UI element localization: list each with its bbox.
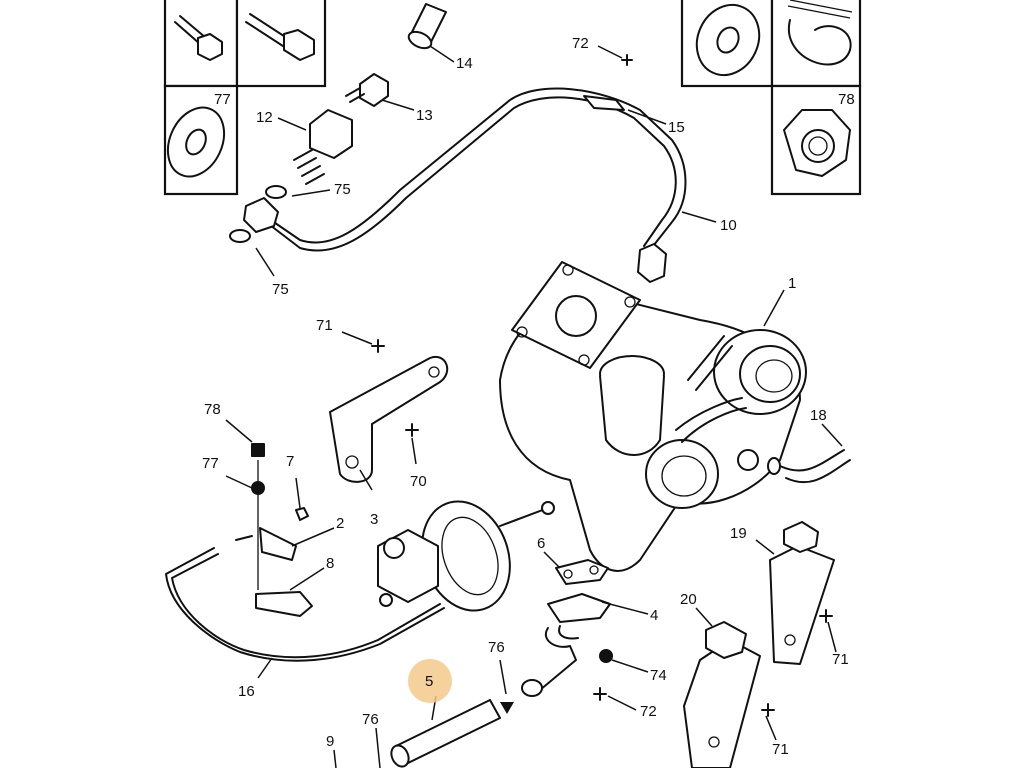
bracket-3 xyxy=(329,355,449,483)
label-76-bottom: 76 xyxy=(362,711,379,728)
bracket-20 xyxy=(683,621,761,768)
label-77: 77 xyxy=(202,455,219,472)
label-5[interactable]: 5 xyxy=(425,673,433,690)
label-71-right: 71 xyxy=(832,651,849,668)
bolt-74 xyxy=(599,649,613,663)
inset-label-77: 77 xyxy=(214,91,231,108)
union-fitting-12 xyxy=(293,109,353,185)
label-10: 10 xyxy=(720,217,737,234)
label-12: 12 xyxy=(256,109,273,126)
label-72-bottom: 72 xyxy=(640,703,657,720)
label-13: 13 xyxy=(416,107,433,124)
nut-70 xyxy=(405,423,419,437)
label-19: 19 xyxy=(730,525,747,542)
sealing-washers-75 xyxy=(229,185,287,243)
solenoid-valve xyxy=(377,529,439,607)
label-8: 8 xyxy=(326,555,334,572)
label-2: 2 xyxy=(336,515,344,532)
oil-feed-pipe xyxy=(243,87,687,283)
label-76-top: 76 xyxy=(488,639,505,656)
inset-label-78: 78 xyxy=(838,91,855,108)
inset-box-hose-clamp xyxy=(770,0,862,88)
vacuum-hose-16 xyxy=(165,547,445,662)
inset-box-washer xyxy=(680,0,774,88)
inset-box-nut-78 xyxy=(770,84,862,196)
leader-lines xyxy=(225,45,843,768)
label-18: 18 xyxy=(810,407,827,424)
clamp-76 xyxy=(500,702,514,714)
label-14: 14 xyxy=(456,55,473,72)
part-labels: 1 2 3 4 5 6 7 8 9 10 12 13 14 15 16 18 1… xyxy=(202,35,849,758)
label-16: 16 xyxy=(238,683,255,700)
nut-71-bottom xyxy=(761,703,775,717)
solenoid-bracket-2 xyxy=(235,527,297,561)
vacuum-capsule xyxy=(421,500,555,612)
label-9: 9 xyxy=(326,733,334,750)
elbow-pipe-4 xyxy=(521,593,611,697)
nut-71-right xyxy=(819,609,833,623)
nut-72-top xyxy=(621,54,633,66)
label-1: 1 xyxy=(788,275,796,292)
banjo-bolt-13 xyxy=(345,73,389,107)
stud-78 xyxy=(251,443,265,457)
gasket-6 xyxy=(555,559,609,585)
label-4: 4 xyxy=(650,607,658,624)
label-70: 70 xyxy=(410,473,427,490)
hose-5 xyxy=(390,699,501,768)
inset-box-bolt-hex xyxy=(163,0,239,88)
label-7: 7 xyxy=(286,453,294,470)
label-71-top: 71 xyxy=(316,317,333,334)
screw-7 xyxy=(295,507,309,521)
washer-77 xyxy=(251,481,265,495)
label-20: 20 xyxy=(680,591,697,608)
nut-72-bottom xyxy=(593,687,607,701)
bracket-19 xyxy=(769,521,835,665)
label-6: 6 xyxy=(537,535,545,552)
inset-box-bolt xyxy=(235,0,327,88)
sleeve-14 xyxy=(407,3,447,50)
label-15: 15 xyxy=(668,119,685,136)
label-74: 74 xyxy=(650,667,667,684)
turbocharger-1 xyxy=(499,261,807,572)
highlight-marker xyxy=(408,659,452,703)
label-75-top: 75 xyxy=(334,181,351,198)
hose-18 xyxy=(767,449,851,484)
label-72-top: 72 xyxy=(572,35,589,52)
label-3: 3 xyxy=(370,511,378,528)
inset-box-washer-77 xyxy=(163,84,239,196)
label-78: 78 xyxy=(204,401,221,418)
label-75-bottom: 75 xyxy=(272,281,289,298)
label-71-bottom: 71 xyxy=(772,741,789,758)
nut-71-bracket xyxy=(371,339,385,353)
clip-15 xyxy=(583,95,625,111)
